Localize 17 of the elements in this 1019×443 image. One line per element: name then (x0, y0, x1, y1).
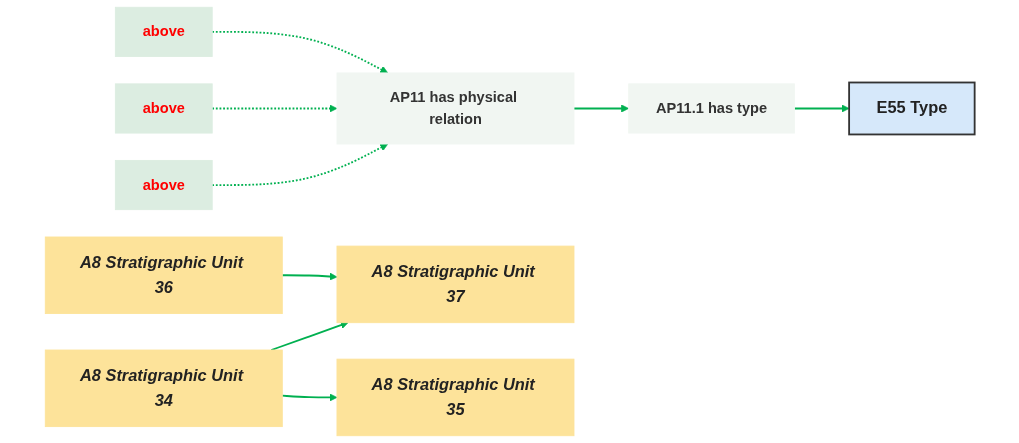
arrow (280, 272, 337, 281)
node-box: above (114, 6, 213, 57)
arrow (210, 31, 388, 74)
node-box: AP11 has physical relation (336, 72, 574, 145)
node-box: above (114, 83, 213, 134)
node-box: A8 Stratigraphic Unit 34 (44, 349, 283, 428)
node-box: A8 Stratigraphic Unit 37 (336, 245, 574, 324)
arrow (572, 104, 629, 113)
node-box: A8 Stratigraphic Unit 35 (336, 358, 574, 437)
node-box: A8 Stratigraphic Unit 36 (44, 236, 283, 314)
arrow (210, 143, 388, 186)
arrow (210, 104, 337, 113)
node-box: above (114, 159, 213, 211)
node-box: AP11.1 has type (627, 83, 795, 134)
node-box: E55 Type (847, 81, 976, 136)
arrow (793, 104, 849, 113)
arrow (280, 393, 337, 402)
